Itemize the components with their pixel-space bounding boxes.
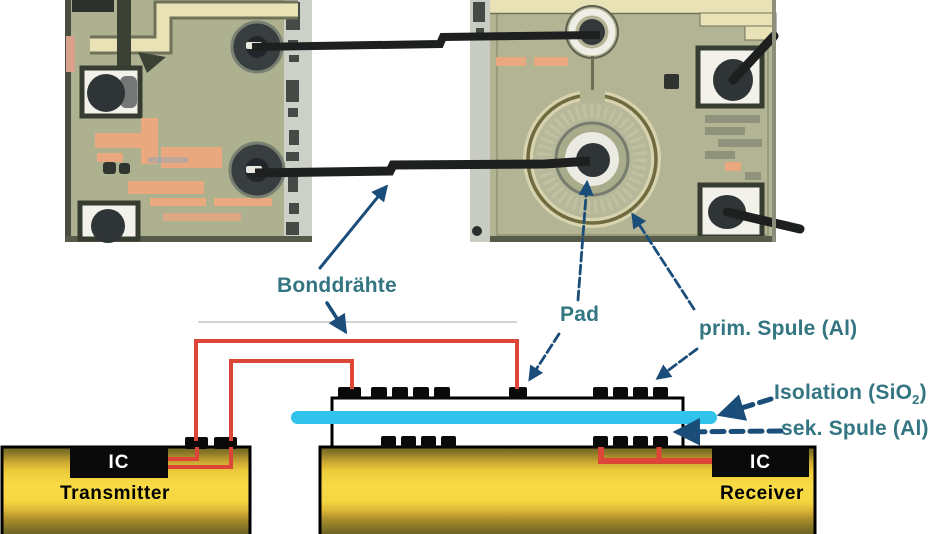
label-isolation-sub: 2	[912, 392, 920, 408]
label-sek-spule: sek. Spule (Al)	[781, 417, 929, 440]
receiver-trace	[598, 447, 712, 464]
label-pad-text: Pad	[560, 303, 600, 326]
label-prim-spule: prim. Spule (Al)	[699, 317, 857, 340]
label-bonddraehte-text: Bonddrähte	[277, 274, 397, 297]
chip-pad	[413, 387, 429, 399]
transmitter-trace	[168, 447, 233, 469]
label-pad: Pad	[560, 303, 599, 326]
bond-wire-bottom	[254, 156, 591, 178]
chip-pad	[633, 436, 648, 448]
chip-pad	[633, 387, 648, 399]
receiver-ic-text: IC	[750, 452, 771, 473]
chip-pad	[653, 387, 668, 399]
bond-wire-top	[251, 31, 601, 51]
left-die-bond-pad-b	[77, 200, 141, 243]
chip-pad	[338, 387, 361, 399]
label-isolation: Isolation (SiO2)	[774, 381, 927, 407]
chip-pad	[593, 436, 608, 448]
receiver-text: Receiver	[719, 483, 805, 504]
receiver-label: Receiver	[712, 483, 812, 505]
arrow-isolation-to-bar	[716, 394, 774, 421]
prim-spule-pads	[338, 387, 668, 399]
arrow-bonddraehte-to-loop	[325, 301, 348, 335]
arrow-bonddraehte-to-wire	[318, 184, 389, 270]
label-sek-spule-text: sek. Spule (Al)	[781, 417, 929, 440]
spiral-coil	[523, 90, 661, 228]
transmitter-ic-block	[70, 447, 168, 478]
chip-pad	[509, 387, 527, 399]
receiver-ic-label: IC	[712, 452, 809, 474]
receiver-ic-block	[712, 447, 809, 477]
right-die-scribe-strip	[470, 0, 490, 242]
arrow-prim-spule-to-coil	[631, 212, 696, 311]
isolation-bar	[291, 411, 717, 424]
chip-pad	[421, 436, 436, 448]
arrow-pad-to-chip	[528, 332, 561, 382]
chip-pad	[434, 387, 450, 399]
chip-pad	[653, 436, 668, 448]
chip-pad	[593, 387, 608, 399]
chip-pad	[613, 436, 628, 448]
chip-pad	[392, 387, 408, 399]
chip-pad	[441, 436, 456, 448]
label-isolation-post: )	[919, 381, 927, 404]
transmitter-ic-text: IC	[108, 452, 130, 473]
arrow-sek-spule-to-pads	[672, 418, 784, 446]
red-bond-wire-outer	[194, 339, 519, 441]
logic-structures	[705, 115, 762, 180]
transmitter-pad	[185, 437, 208, 449]
arrow-pad-to-die	[576, 179, 594, 302]
coil-center-pad	[576, 143, 610, 177]
red-bond-wire-inner	[229, 359, 354, 441]
chip-pad	[381, 436, 396, 448]
sek-spule-pads	[381, 436, 668, 448]
arrow-prim-spule-to-pads	[655, 347, 699, 380]
chip-pad	[371, 387, 387, 399]
left-die-photo	[65, 0, 312, 243]
label-isolation-pre: Isolation (SiO	[774, 381, 913, 404]
transmitter-pad	[214, 437, 237, 449]
transmitter-text: Transmitter	[59, 483, 171, 504]
transmitter-trace	[168, 447, 199, 461]
transmitter-ic-label: IC	[70, 452, 168, 474]
dark-trace	[117, 0, 131, 73]
label-bonddraehte: Bonddrähte	[277, 274, 397, 297]
left-die-bond-pad-a	[79, 65, 143, 119]
label-prim-spule-text: prim. Spule (Al)	[699, 317, 858, 340]
right-die-pad-se	[697, 182, 805, 240]
chip-pad	[613, 387, 628, 399]
chip-pad	[401, 436, 416, 448]
right-die-photo	[470, 0, 805, 242]
right-die-pad-ne	[695, 31, 779, 109]
transmitter-label: Transmitter	[0, 483, 230, 505]
